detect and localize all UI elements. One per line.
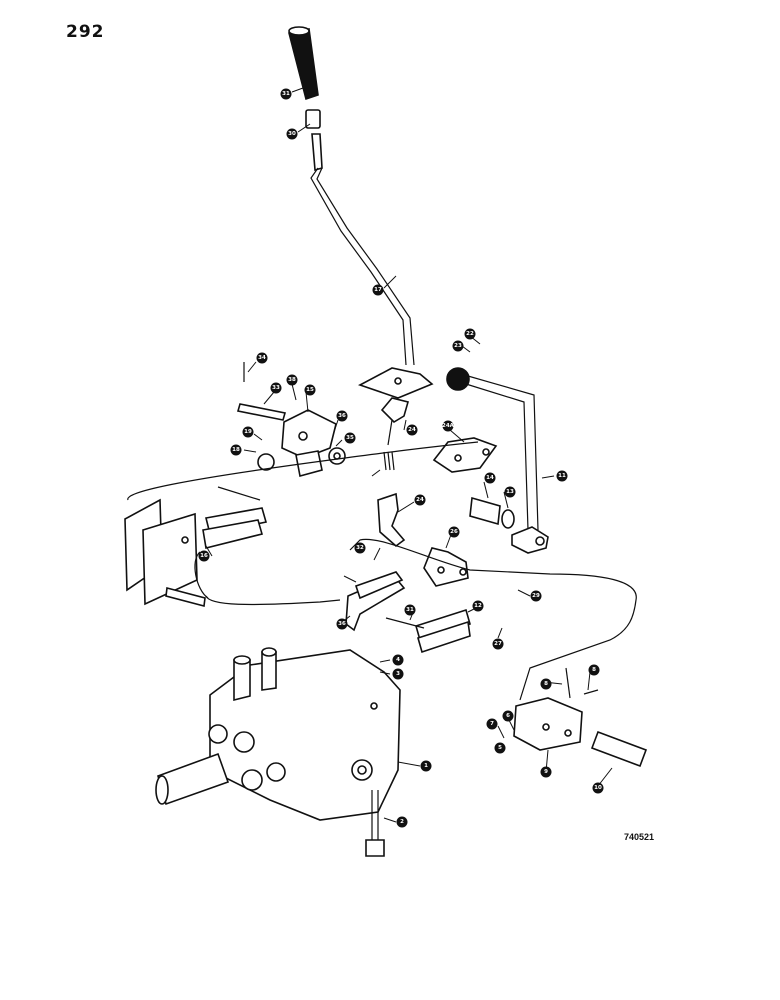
drawing-code: 740521	[624, 832, 655, 842]
linkage-straps	[202, 486, 268, 549]
svg-text:3: 3	[396, 671, 400, 677]
ferrule	[305, 109, 321, 129]
svg-text:34: 34	[258, 355, 266, 361]
svg-text:29: 29	[532, 593, 540, 599]
pivot-block	[257, 409, 346, 477]
callout-36: 36	[336, 410, 348, 422]
svg-text:8: 8	[592, 667, 596, 673]
callout-7: 7	[486, 718, 498, 730]
pivot-pin	[236, 362, 287, 421]
callout-12: 12	[472, 600, 484, 612]
secondary-lever	[446, 367, 549, 554]
rod-end-upper	[380, 397, 409, 471]
svg-text:27: 27	[494, 641, 502, 647]
callout-19: 19	[242, 426, 254, 438]
control-lever-rod	[310, 133, 415, 366]
callout-8-upper: 8	[540, 678, 552, 690]
svg-text:18: 18	[232, 447, 240, 453]
link-bracket	[432, 437, 498, 473]
callout-29: 29	[530, 590, 542, 602]
svg-text:14: 14	[486, 475, 494, 481]
clevis-link	[345, 547, 469, 632]
callout-23: 23	[452, 340, 464, 352]
mounting-plates	[124, 498, 206, 608]
callout-15: 15	[304, 384, 316, 396]
callout-16: 16	[198, 550, 210, 562]
leaders	[205, 87, 613, 823]
svg-text:5: 5	[498, 745, 502, 751]
callout-22: 22	[464, 328, 476, 340]
svg-text:1: 1	[424, 763, 428, 769]
callout-27: 27	[492, 638, 504, 650]
svg-text:9: 9	[544, 769, 548, 775]
svg-text:36: 36	[338, 413, 346, 419]
callout-1: 1	[420, 760, 432, 772]
svg-text:22: 22	[466, 331, 474, 337]
callout-9: 9	[540, 766, 552, 778]
callout-31: 31	[280, 88, 292, 100]
svg-text:2: 2	[400, 819, 404, 825]
callout-24-lower: 24	[414, 494, 426, 506]
svg-text:38: 38	[288, 377, 296, 383]
callout-36-lower: 36	[336, 618, 348, 630]
svg-text:11: 11	[558, 473, 566, 479]
callout-34: 34	[256, 352, 268, 364]
callout-5: 5	[494, 742, 506, 754]
lever-bracket-lower	[513, 667, 599, 751]
callout-8-lower: 8	[588, 664, 600, 676]
svg-text:7: 7	[490, 721, 494, 727]
rod-end-lower	[377, 492, 406, 548]
svg-text:8: 8	[544, 681, 548, 687]
callout-13: 13	[504, 486, 516, 498]
svg-text:15: 15	[306, 387, 314, 393]
lever-mount-bracket	[357, 367, 434, 399]
callout-31-lower: 31	[404, 604, 416, 616]
svg-text:24: 24	[416, 497, 424, 503]
svg-text:16: 16	[200, 553, 208, 559]
callout-38: 38	[286, 374, 298, 386]
valve-bolt	[365, 790, 385, 857]
svg-text:6: 6	[506, 713, 510, 719]
svg-text:23: 23	[454, 343, 462, 349]
callout-33: 33	[270, 382, 282, 394]
callout-17: 17	[372, 284, 384, 296]
svg-text:31: 31	[282, 91, 290, 97]
lever-pin	[590, 730, 648, 768]
svg-text:24: 24	[408, 427, 416, 433]
svg-text:17: 17	[374, 287, 382, 293]
clevis-straps-lower	[385, 608, 471, 654]
callout-18: 18	[230, 444, 242, 456]
callout-4: 4	[392, 654, 404, 666]
svg-text:30: 30	[288, 131, 296, 137]
callout-2: 2	[396, 816, 408, 828]
svg-text:36: 36	[338, 621, 346, 627]
callout-11: 11	[556, 470, 568, 482]
callout-26: 26	[448, 526, 460, 538]
control-valve-body	[155, 647, 401, 821]
svg-text:33: 33	[272, 385, 280, 391]
page-number: 292	[66, 22, 105, 42]
svg-text:19: 19	[244, 429, 252, 435]
svg-text:24A: 24A	[442, 423, 455, 429]
svg-text:12: 12	[474, 603, 482, 609]
callout-24A: 24A	[442, 420, 455, 432]
bushing	[469, 496, 515, 529]
callout-6: 6	[502, 710, 514, 722]
callout-32: 32	[354, 542, 366, 554]
svg-text:35: 35	[346, 435, 354, 441]
callout-35: 35	[344, 432, 356, 444]
svg-text:26: 26	[450, 529, 458, 535]
lever-knob	[288, 26, 319, 101]
svg-text:13: 13	[506, 489, 514, 495]
svg-text:4: 4	[396, 657, 400, 663]
callout-14: 14	[484, 472, 496, 484]
svg-text:10: 10	[594, 785, 602, 791]
svg-text:32: 32	[356, 545, 364, 551]
svg-text:31: 31	[406, 607, 414, 613]
callout-10: 10	[592, 782, 604, 794]
callout-3: 3	[392, 668, 404, 680]
callout-24: 24	[406, 424, 418, 436]
callout-30: 30	[286, 128, 298, 140]
